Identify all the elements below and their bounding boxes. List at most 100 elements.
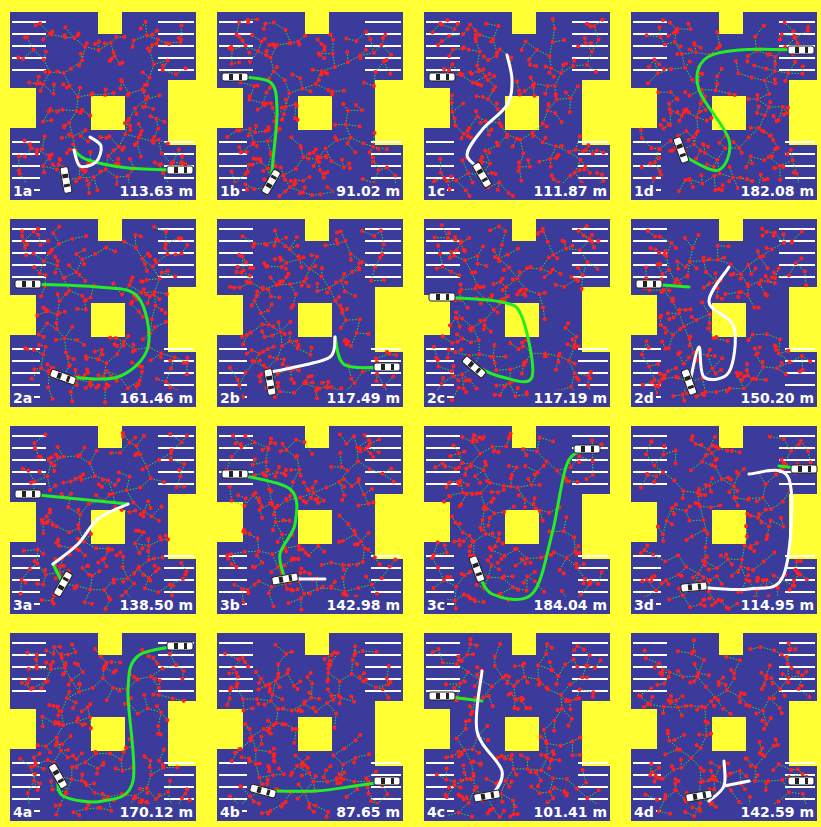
obstacle	[629, 295, 657, 335]
obstacle	[375, 494, 405, 559]
obstacle	[712, 717, 746, 751]
car	[222, 73, 248, 81]
car	[461, 356, 486, 379]
panel-label: 1d	[632, 183, 656, 199]
obstacle	[98, 217, 122, 241]
obstacle	[298, 510, 332, 544]
forward-path	[235, 77, 277, 180]
parking-map	[629, 10, 819, 202]
forward-path	[58, 646, 180, 802]
car	[686, 790, 713, 802]
forward-path	[442, 297, 533, 382]
planning-panel: 1b91.02 m	[215, 10, 405, 202]
tree-nodes	[223, 643, 393, 819]
tree-nodes	[430, 432, 604, 611]
planning-panel: 4a 170.12 m	[8, 631, 198, 823]
obstacle	[629, 709, 657, 749]
obstacle	[582, 80, 612, 145]
parking-map	[215, 424, 405, 616]
path-length: 114.95 m	[739, 597, 817, 613]
path-length: 161.46 m	[118, 390, 196, 406]
tree-edges	[432, 434, 602, 609]
planning-panel: 3c184.04 m	[422, 424, 612, 616]
reverse-path	[724, 781, 749, 786]
planning-panel: 4b 87.65 m	[215, 631, 405, 823]
planning-panel: 1c 111.87 m	[422, 10, 612, 202]
panel-label: 1c	[425, 183, 447, 199]
car	[374, 363, 400, 371]
parking-map	[8, 424, 198, 616]
car	[472, 162, 492, 189]
obstacle	[305, 631, 329, 655]
obstacle	[712, 510, 746, 544]
obstacle	[719, 217, 743, 241]
panel-label: 4a	[11, 804, 34, 820]
tree-nodes	[225, 432, 398, 611]
obstacle	[582, 701, 612, 766]
car	[261, 169, 281, 196]
obstacle	[298, 303, 332, 337]
car	[60, 167, 72, 194]
obstacle	[215, 502, 243, 542]
forward-path	[28, 284, 149, 379]
panel-label: 3b	[218, 597, 242, 613]
panel-label: 2d	[632, 390, 656, 406]
obstacle	[789, 287, 819, 352]
reverse-path	[74, 137, 101, 167]
obstacle	[98, 10, 122, 34]
tree-nodes	[432, 223, 601, 402]
obstacle	[422, 88, 450, 128]
obstacle	[512, 424, 536, 448]
parking-map	[422, 424, 612, 616]
obstacle	[298, 96, 332, 130]
planning-panel: 2d150.20 m	[629, 217, 819, 409]
path-length: 111.87 m	[532, 183, 610, 199]
obstacle	[91, 717, 125, 751]
parking-stripes	[12, 22, 194, 190]
tree-edges	[227, 19, 395, 196]
panel-label: 4b	[218, 804, 242, 820]
parking-stripes	[219, 643, 401, 811]
reverse-path	[476, 671, 502, 796]
path-length: 87.65 m	[334, 804, 402, 820]
obstacle	[505, 510, 539, 544]
panel-label: 2a	[11, 390, 34, 406]
planning-panel: 3b142.98 m	[215, 424, 405, 616]
car	[788, 46, 814, 54]
car	[788, 777, 814, 785]
tree-nodes	[431, 637, 604, 819]
tree-nodes	[19, 431, 189, 611]
obstacle	[305, 10, 329, 34]
planning-panel: 2b117.49 m	[215, 217, 405, 409]
parking-map	[215, 631, 405, 823]
planning-panel: 4d142.59 m	[629, 631, 819, 823]
forward-path	[263, 781, 387, 791]
tree-nodes	[227, 229, 398, 403]
obstacle	[582, 494, 612, 559]
tree-nodes	[639, 434, 813, 611]
car	[474, 790, 501, 802]
planning-panel: 2c117.19 m	[422, 217, 612, 409]
drivable-area	[631, 12, 817, 200]
path-length: 101.41 m	[532, 804, 610, 820]
obstacle	[168, 494, 198, 559]
obstacle	[422, 709, 450, 749]
tree-edges	[639, 640, 809, 816]
car	[636, 280, 662, 288]
tree-nodes	[637, 638, 811, 818]
tree-nodes	[225, 17, 397, 198]
parking-map	[629, 424, 819, 616]
panel-label: 1a	[11, 183, 34, 199]
obstacle	[298, 717, 332, 751]
obstacle	[91, 96, 125, 130]
obstacle	[422, 502, 450, 542]
path-length: 184.04 m	[532, 597, 610, 613]
path-length: 170.12 m	[118, 804, 196, 820]
planning-panel: 4c101.41 m	[422, 631, 612, 823]
reverse-path	[467, 55, 512, 170]
obstacle	[168, 701, 198, 766]
parking-map	[8, 631, 198, 823]
planning-panel: 2a 161.46 m	[8, 217, 198, 409]
obstacle	[512, 631, 536, 655]
car	[167, 642, 193, 650]
